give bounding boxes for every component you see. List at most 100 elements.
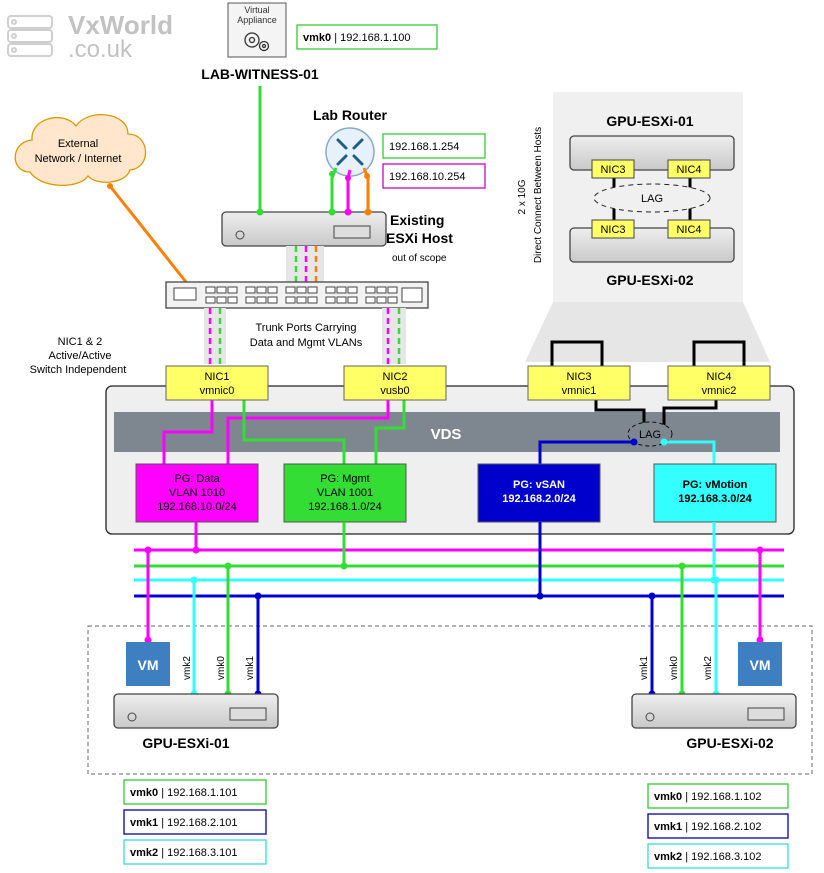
right-vm-icon: [738, 642, 782, 686]
nic4-loop: [692, 340, 746, 366]
witness-host-name: LAB-WITNESS-01: [201, 66, 319, 82]
portgroup-mgmt-vlan: VLAN 1001: [317, 487, 373, 499]
nic1-name: NIC1: [204, 371, 229, 383]
portgroup-data-subnet: 192.168.10.0/24: [157, 501, 237, 513]
dc-nic4-bottom-label: NIC4: [676, 224, 701, 236]
existing-host-line-1: Existing: [390, 212, 444, 228]
nic2-trunk-bg: [382, 308, 406, 364]
right-vm-label: VM: [750, 657, 771, 673]
nic-note-2: Active/Active: [49, 350, 112, 362]
hosts-area: [87, 625, 813, 775]
portgroup-mgmt-subnet: 192.168.1.0/24: [308, 501, 381, 513]
nic2-box: [343, 365, 447, 401]
witness-vmk-box: [296, 24, 438, 50]
right-vmk0-label: vmk0: [669, 656, 680, 680]
left-esxi-server: [113, 693, 279, 729]
left-vm-icon: [126, 642, 170, 686]
vmk_right-vmk-row: vmk0 | 192.168.1.102: [654, 791, 761, 803]
vmk_left-vmk-row: vmk0 | 192.168.1.101: [130, 787, 237, 799]
nic3-loop: [550, 340, 604, 366]
dc-nic4-bottom: [667, 219, 711, 239]
right-vmk1-label: vmk1: [639, 656, 650, 680]
router-title: Lab Router: [313, 107, 387, 123]
portgroup-mgmt: [283, 463, 407, 523]
router-link-mgmt: [330, 167, 338, 212]
vmk_left-vmk-box: [123, 779, 267, 805]
vmk_left-vmk-box: [123, 839, 267, 865]
trunk-label-1: Trunk Ports Carrying: [255, 322, 356, 334]
witness-appliance: Virtual Appliance: [227, 2, 287, 58]
left-vm-label: VM: [138, 657, 159, 673]
router-ip2: 192.168.10.254: [389, 171, 465, 183]
portgroup-data-name: PG: Data: [174, 473, 220, 485]
nic2-device: vusb0: [380, 385, 409, 397]
portgroup-vmotion-subnet: 192.168.3.0/24: [678, 493, 752, 505]
vxworld-logo: VxWorld .co.uk: [7, 10, 173, 63]
vds-lag-label: LAG: [639, 429, 661, 441]
gears-icon: [244, 32, 270, 52]
nic-note-3: Switch Independent: [30, 364, 127, 376]
vmk_right-vmk-box: [647, 783, 789, 809]
nic3-device: vmnic1: [562, 385, 597, 397]
internet-cloud-icon: External Network / Internet: [14, 114, 147, 187]
cloud-line-2: Network / Internet: [35, 153, 122, 165]
dc-nic3-top-label: NIC3: [600, 164, 625, 176]
router-ip2-box: [382, 163, 486, 189]
existing-esxi-server: [221, 211, 387, 247]
nic4-name: NIC4: [706, 371, 731, 383]
appliance-label-2: Appliance: [237, 15, 277, 25]
dc-nic3-bottom: [591, 219, 635, 239]
nic1-device: vmnic0: [200, 385, 235, 397]
left-host-name: GPU-ESXi-01: [142, 735, 229, 751]
portgroup-data-vlan: VLAN 1010: [169, 487, 225, 499]
vds-lag: [627, 421, 673, 447]
vmk_right-vmk-box: [647, 813, 789, 839]
portgroup-vsan-name: PG: vSAN: [513, 479, 565, 491]
vmk_right-vmk-box: [647, 843, 789, 869]
router-ip1: 192.168.1.254: [389, 141, 459, 153]
left-vmk0-label: vmk0: [216, 656, 227, 680]
right-host-name: GPU-ESXi-02: [686, 735, 773, 751]
nic4-device: vmnic2: [702, 385, 737, 397]
nic1-trunk-bg: [204, 308, 226, 364]
dc-host-bottom: GPU-ESXi-02: [606, 272, 693, 288]
witness-vmk: vmk0 | 192.168.1.100: [303, 32, 410, 44]
appliance-label-1: Virtual: [244, 5, 269, 15]
trunk-label-2: Data and Mgmt VLANs: [250, 337, 363, 349]
portgroup-data: [135, 463, 259, 523]
nic4-box: [667, 365, 771, 401]
direct-connect-panel: GPU-ESXi-01 GPU-ESXi-02 LAG NIC3 NIC4 NI…: [517, 92, 770, 362]
dc-nic4-top-label: NIC4: [676, 164, 701, 176]
dc-side-1: 2 x 10G: [517, 179, 528, 214]
router-ip1-box: [382, 133, 486, 159]
logo-title: VxWorld: [68, 10, 173, 40]
logo-domain: .co.uk: [68, 36, 133, 63]
external-link: [108, 185, 188, 283]
right-esxi-server: [631, 693, 797, 729]
nic1-box: [165, 365, 269, 401]
portgroup-vmotion-name: PG: vMotion: [683, 479, 748, 491]
vmk_right-vmk-row: vmk2 | 192.168.3.102: [654, 851, 761, 863]
existing-host-line-2: ESXi Host: [386, 230, 453, 246]
vds-label: VDS: [431, 426, 462, 443]
cloud-line-1: External: [58, 138, 98, 150]
dc-side-2: Direct Connect Between Hosts: [533, 127, 544, 263]
router-icon: [325, 127, 375, 177]
portgroup-vmotion: [653, 463, 777, 523]
nic3-name: NIC3: [566, 371, 591, 383]
right-vmk2-label: vmk2: [703, 656, 714, 680]
vmk_left-vmk-row: vmk1 | 192.168.2.101: [130, 817, 237, 829]
nic2-name: NIC2: [382, 371, 407, 383]
host-trunk-lines: [134, 522, 784, 600]
nic3-box: [527, 365, 631, 401]
left-vmk1-label: vmk1: [245, 656, 256, 680]
existing-host-note: out of scope: [392, 253, 447, 264]
portgroup-vsan-subnet: 192.168.2.0/24: [502, 493, 576, 505]
dc-lag-label: LAG: [641, 193, 663, 205]
dc-nic3-bottom-label: NIC3: [600, 224, 625, 236]
physical-switch: [165, 281, 429, 309]
portgroup-vsan: [477, 463, 601, 523]
portgroup-mgmt-name: PG: Mgmt: [320, 473, 370, 485]
nic-note-1: NIC1 & 2: [58, 336, 103, 348]
